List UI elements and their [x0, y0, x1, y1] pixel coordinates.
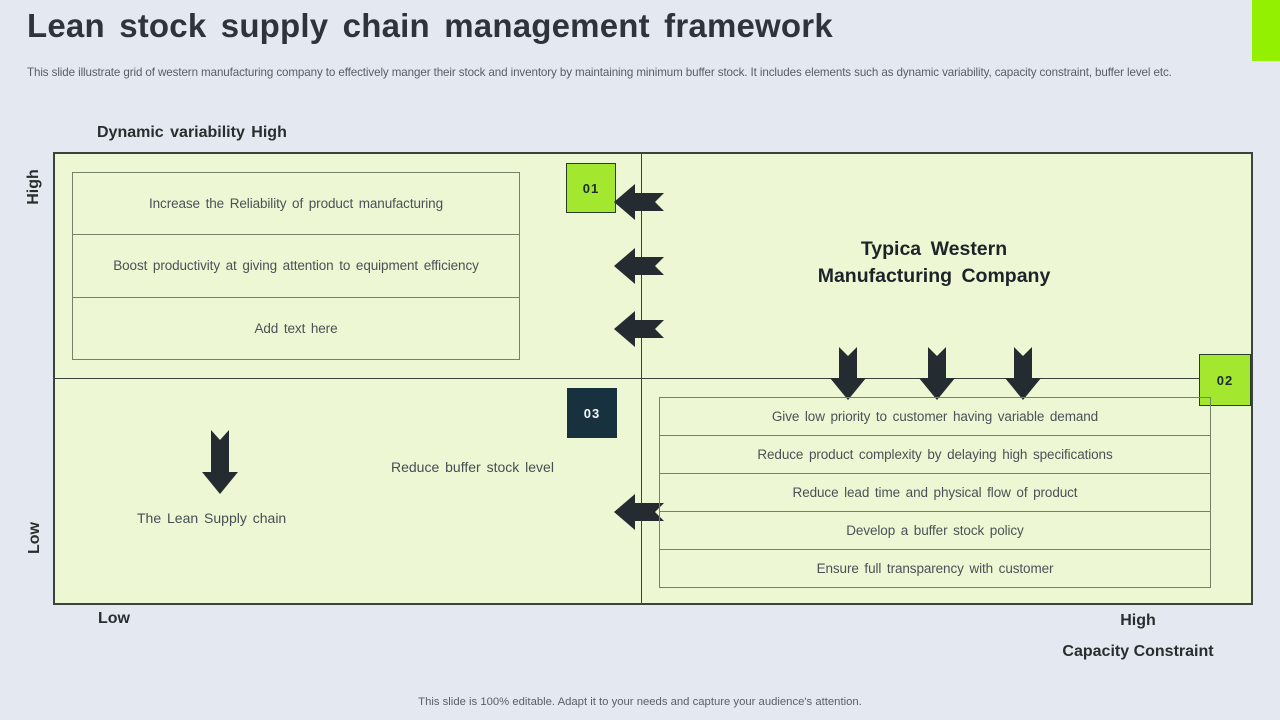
axis-label-capacity-constraint: Capacity Constraint — [1062, 643, 1214, 660]
axis-label-left-low: Low — [26, 522, 43, 554]
company-title: Typica Western Manufacturing Company — [684, 236, 1184, 290]
down-arrow-icon — [919, 347, 955, 400]
badge-03: 03 — [567, 388, 617, 438]
left-arrow-icon — [614, 494, 664, 530]
corner-accent-tab — [1252, 0, 1280, 61]
page-title: Lean stock supply chain management frame… — [27, 7, 833, 44]
badge-01: 01 — [566, 163, 616, 213]
left-arrow-icon — [614, 184, 664, 220]
editable-note: This slide is 100% editable. Adapt it to… — [418, 696, 862, 708]
down-arrow-icon — [830, 347, 866, 400]
left-arrow-icon — [614, 248, 664, 284]
top-left-item-list: Increase the Reliability of product manu… — [72, 172, 520, 360]
list-item: Reduce product complexity by delaying hi… — [660, 435, 1210, 473]
down-arrow-icon — [202, 430, 238, 494]
left-arrow-icon — [614, 311, 664, 347]
matrix-horizontal-divider — [55, 378, 1251, 379]
label-lean-supply-chain: The Lean Supply chain — [137, 510, 287, 526]
list-item: Boost productivity at giving attention t… — [73, 234, 519, 296]
axis-label-bottom-low: Low — [98, 610, 130, 627]
matrix-grid: Increase the Reliability of product manu… — [53, 152, 1253, 605]
list-item: Develop a buffer stock policy — [660, 511, 1210, 549]
list-item: Ensure full transparency with customer — [660, 549, 1210, 587]
list-item: Reduce lead time and physical flow of pr… — [660, 473, 1210, 511]
slide-description: This slide illustrate grid of western ma… — [27, 66, 1172, 79]
list-item: Give low priority to customer having var… — [771, 409, 1099, 424]
label-reduce-buffer-stock: Reduce buffer stock level — [391, 459, 554, 475]
axis-label-left-high: High — [25, 169, 42, 205]
down-arrow-icon — [1005, 347, 1041, 400]
list-item: Increase the Reliability of product manu… — [148, 196, 443, 212]
company-title-line1: Typica Western — [860, 238, 1008, 260]
bottom-right-item-list: Give low priority to customer having var… — [659, 397, 1211, 588]
list-item: Add text here — [73, 296, 519, 359]
company-title-line2: Manufacturing Company — [817, 265, 1051, 287]
axis-label-dynamic-variability: Dynamic variability High — [97, 124, 287, 141]
axis-label-bottom-high: High — [1120, 612, 1156, 629]
